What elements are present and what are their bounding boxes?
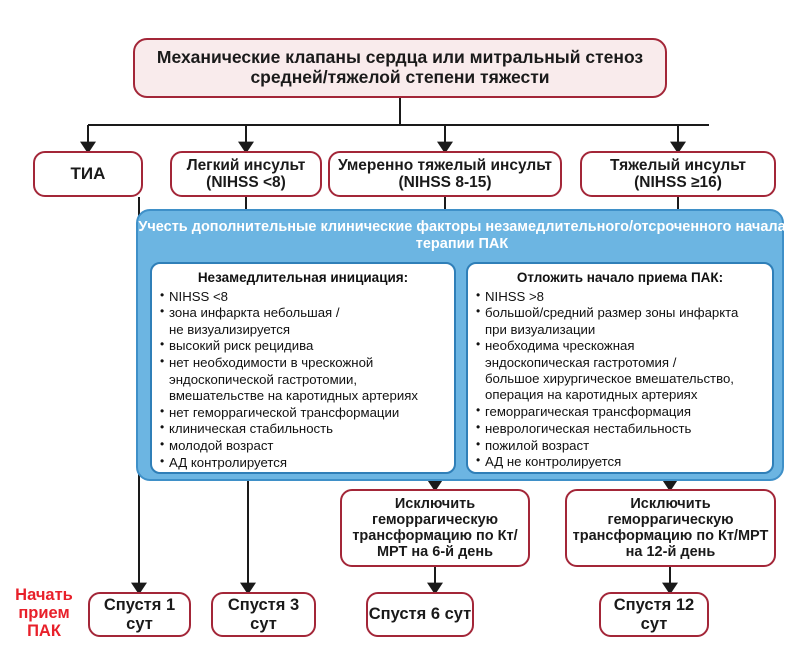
immediate-initiation-item: высокий риск рецидива	[160, 337, 446, 354]
delayed-initiation-list: NIHSS >8большой/средний размер зоны инфа…	[476, 287, 764, 471]
exclude-transformation-label-day6: Исключить геморрагическую трансформацию …	[352, 495, 518, 561]
exclude-transformation-label-day12: Исключить геморрагическую трансформацию …	[572, 495, 769, 561]
severity-label-tia: ТИА	[70, 164, 106, 184]
root-condition-box: Механические клапаны сердца или митральн…	[133, 38, 667, 98]
severity-box-tia: ТИА	[33, 151, 143, 197]
delayed-initiation-column: Отложить начало приема ПАК: NIHSS >8боль…	[466, 262, 774, 474]
delayed-initiation-item: неврологическая нестабильность	[476, 420, 764, 437]
timing-box-12-days: Спустя 12 сут	[599, 592, 709, 637]
timing-label-3-days: Спустя 3 сут	[227, 596, 300, 633]
immediate-initiation-item: нет необходимости в чрескожной эндоскопи…	[160, 354, 446, 404]
start-doac-label: Начать прием ПАК	[15, 586, 73, 641]
timing-label-12-days: Спустя 12 сут	[613, 596, 695, 633]
root-condition-text: Механические клапаны сердца или митральн…	[156, 47, 644, 87]
severity-label-severe-stroke: Тяжелый инсульт (NIHSS ≥16)	[610, 156, 746, 191]
timing-label-1-day: Спустя 1 сут	[103, 596, 176, 633]
immediate-initiation-list: NIHSS <8зона инфаркта небольшая / не виз…	[160, 287, 446, 472]
delayed-initiation-item: пожилой возраст	[476, 437, 764, 454]
immediate-initiation-item: АД контролируется	[160, 454, 446, 471]
exclude-transformation-box-day6: Исключить геморрагическую трансформацию …	[340, 489, 530, 567]
delayed-initiation-item: NIHSS >8	[476, 287, 764, 305]
severity-label-moderate-stroke: Умеренно тяжелый инсульт (NIHSS 8-15)	[337, 156, 553, 191]
timing-box-6-days: Спустя 6 сут	[366, 592, 474, 637]
delayed-initiation-item: необходима чрескожная эндоскопическая га…	[476, 337, 764, 403]
delayed-initiation-item: АД не контролируется	[476, 453, 764, 470]
immediate-initiation-item: зона инфаркта небольшая / не визуализиру…	[160, 304, 446, 338]
immediate-initiation-item: молодой возраст	[160, 437, 446, 454]
immediate-initiation-item: клиническая стабильность	[160, 420, 446, 437]
exclude-transformation-box-day12: Исключить геморрагическую трансформацию …	[565, 489, 776, 567]
severity-box-moderate-stroke: Умеренно тяжелый инсульт (NIHSS 8-15)	[328, 151, 562, 197]
delayed-initiation-item: большой/средний размер зоны инфаркта при…	[476, 304, 764, 338]
clinical-factors-panel: Учесть дополнительные клинические фактор…	[136, 209, 786, 481]
immediate-initiation-column: Незамедлительная инициация: NIHSS <8зона…	[150, 262, 456, 474]
delayed-initiation-item: геморрагическая трансформация	[476, 403, 764, 420]
immediate-initiation-item: нет геморрагической трансформации	[160, 404, 446, 421]
immediate-initiation-item: NIHSS <8	[160, 287, 446, 305]
timing-box-3-days: Спустя 3 сут	[211, 592, 316, 637]
severity-box-severe-stroke: Тяжелый инсульт (NIHSS ≥16)	[580, 151, 776, 197]
timing-label-6-days: Спустя 6 сут	[368, 605, 472, 624]
severity-box-mild-stroke: Легкий инсульт (NIHSS <8)	[170, 151, 322, 197]
severity-label-mild-stroke: Легкий инсульт (NIHSS <8)	[186, 156, 306, 191]
delayed-initiation-title: Отложить начало приема ПАК:	[516, 270, 724, 285]
immediate-initiation-title: Незамедлительная инициация:	[197, 270, 409, 285]
clinical-factors-panel-title: Учесть дополнительные клинические фактор…	[138, 219, 786, 253]
timing-box-1-day: Спустя 1 сут	[88, 592, 191, 637]
